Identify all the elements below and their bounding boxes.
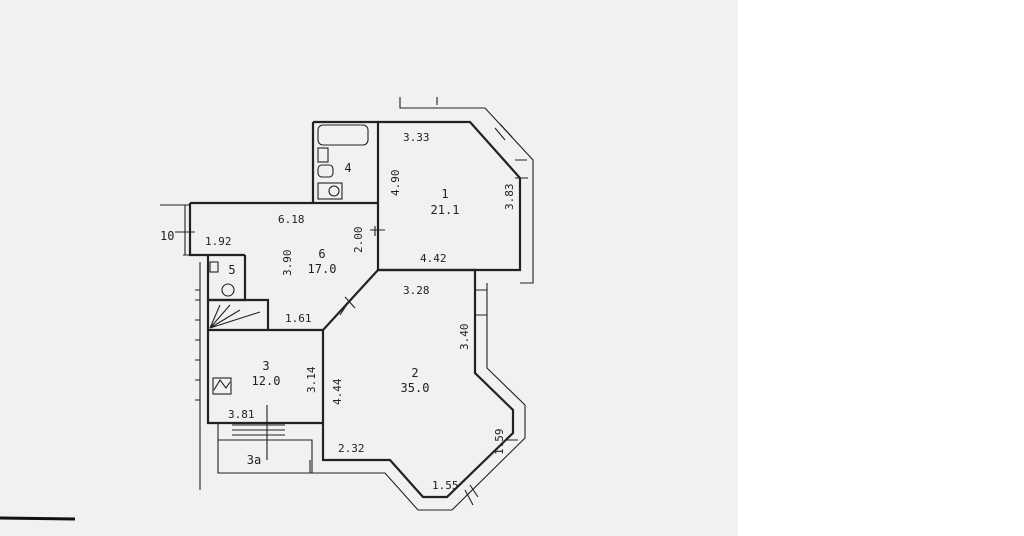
room-1-area: 21.1	[431, 203, 460, 217]
dim-r6-top: 6.18	[278, 213, 305, 226]
dim-r3-right: 3.14	[305, 366, 318, 393]
dim-r2-bay: 1.59	[493, 429, 506, 456]
dim-r1-top: 3.33	[403, 131, 430, 144]
dim-r1-right: 3.83	[503, 184, 516, 211]
dim-r3-bottom: 3.81	[228, 408, 255, 421]
room-6-number: 6	[318, 247, 325, 261]
room-4-number: 4	[344, 161, 351, 175]
walls	[0, 97, 534, 521]
dim-r2-bottom-left: 2.32	[338, 442, 365, 455]
room-2-number: 2	[411, 366, 418, 380]
dim-r6-hall: 1.92	[205, 235, 232, 248]
dim-r6-bottom: 1.61	[285, 312, 312, 325]
dim-r6-right: 2.00	[352, 227, 365, 254]
dim-r2-top: 3.28	[403, 284, 430, 297]
balcony-3a-label: 3a	[247, 453, 261, 467]
dim-r6-left: 3.90	[281, 250, 294, 277]
dim-r2-right: 3.40	[458, 324, 471, 351]
dim-r2-bottom: 1.55	[432, 479, 459, 492]
room-5-number: 5	[228, 263, 235, 277]
room-2-area: 35.0	[401, 381, 430, 395]
dim-r1-bottom: 4.42	[420, 252, 447, 265]
room-3-number: 3	[262, 359, 269, 373]
room-3-area: 12.0	[252, 374, 281, 388]
paper-background	[0, 0, 738, 536]
room-6-area: 17.0	[308, 262, 337, 276]
marker-10: 10	[160, 229, 174, 243]
dim-r2-left: 4.44	[331, 378, 344, 405]
room-1-number: 1	[441, 187, 448, 201]
dim-r1-left: 4.90	[389, 170, 402, 197]
